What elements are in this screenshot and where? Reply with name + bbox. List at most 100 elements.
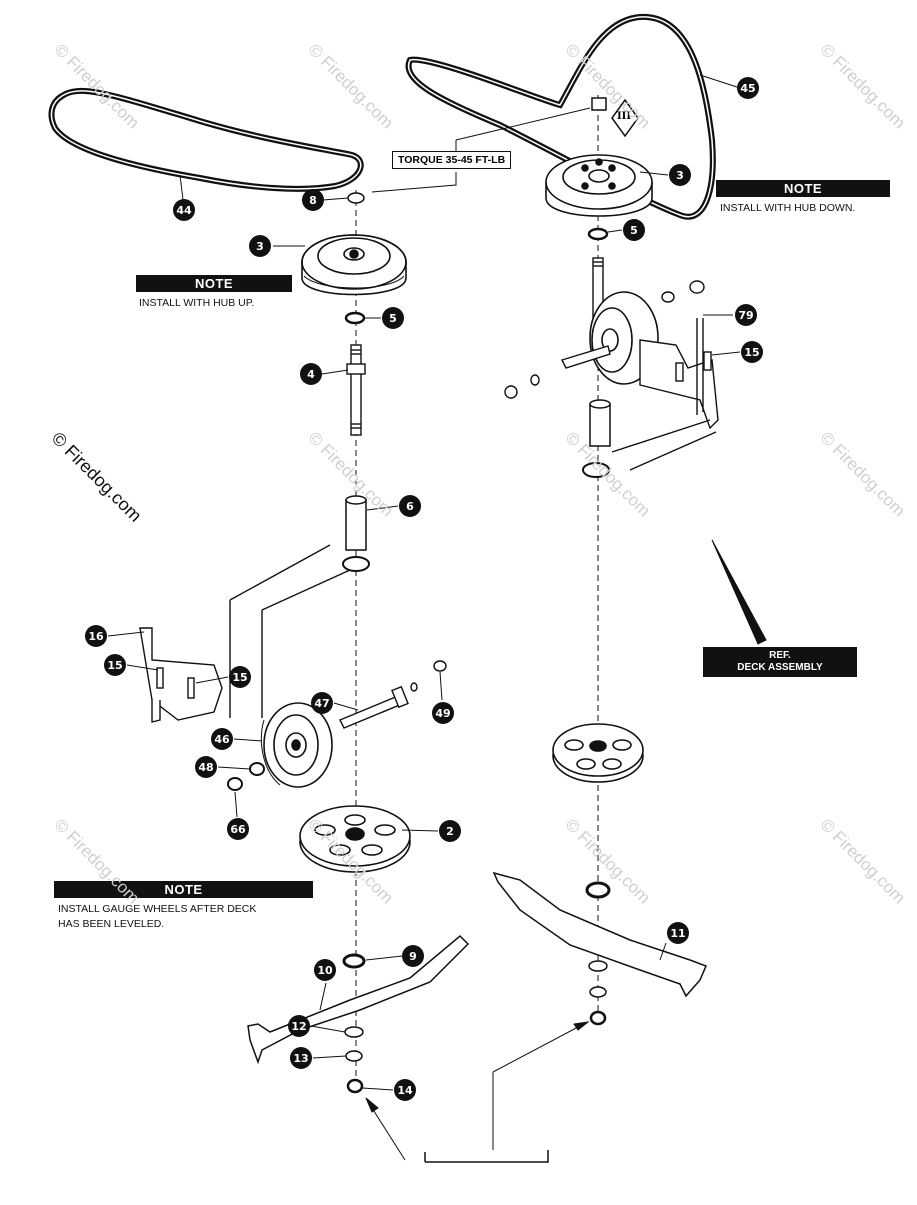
callout-2: 2 (439, 820, 461, 842)
spoked-pulley-left (299, 805, 411, 873)
ref-deck-assembly: REF. DECK ASSEMBLY (703, 647, 857, 677)
washer-48 (249, 762, 265, 776)
callout-11: 11 (667, 922, 689, 944)
spindle-shaft (346, 344, 366, 436)
callout-circle (667, 922, 689, 944)
ref-pointer (711, 539, 767, 645)
pulley-left (301, 234, 407, 296)
callout-45: 45 (737, 77, 759, 99)
callout-number: 48 (198, 761, 213, 774)
callout-4: 4 (300, 363, 322, 385)
note-gauge-body-1: INSTALL GAUGE WHEELS AFTER DECK (58, 903, 257, 915)
nut-right (591, 97, 607, 111)
washer-13 (345, 1050, 363, 1062)
callout-number: 49 (435, 707, 450, 720)
callout-circle (290, 1047, 312, 1069)
callout-9: 9 (402, 945, 424, 967)
callout-number: 5 (389, 312, 397, 325)
note-gauge-body-2: HAS BEEN LEVELED. (58, 918, 165, 930)
callout-49: 49 (432, 702, 454, 724)
callout-46: 46 (211, 728, 233, 750)
bolt-14 (346, 1078, 364, 1094)
callout-number: 47 (314, 697, 329, 710)
callout-circle (195, 756, 217, 778)
pulley-right (545, 154, 653, 217)
callout-circle (302, 189, 324, 211)
callout-circle (669, 164, 691, 186)
callout-circle (432, 702, 454, 724)
callout-3: 3 (669, 164, 691, 186)
callout-circle (104, 654, 126, 676)
callout-circle (402, 945, 424, 967)
callout-number: 11 (670, 927, 685, 940)
callout-47: 47 (311, 692, 333, 714)
callout-circle (85, 625, 107, 647)
callout-number: 6 (406, 500, 414, 513)
belt-44 (48, 88, 364, 192)
spoked-pulley-right (552, 723, 644, 783)
gauge-wheel-left (260, 702, 333, 788)
callout-circle (623, 219, 645, 241)
callout-number: 44 (176, 204, 192, 217)
callout-number: 5 (630, 224, 638, 237)
callout-5: 5 (382, 307, 404, 329)
callout-79: 79 (735, 304, 757, 326)
callout-circle (737, 77, 759, 99)
spacer-right (582, 399, 611, 478)
callout-circle (173, 199, 195, 221)
callout-15: 15 (104, 654, 126, 676)
ref-line-1: REF. (769, 650, 791, 661)
nut-8 (347, 192, 365, 204)
callout-circle (394, 1079, 416, 1101)
callout-circle (211, 728, 233, 750)
callout-circle (227, 818, 249, 840)
callout-44: 44 (173, 199, 195, 221)
bracket-left (139, 544, 351, 723)
note-hub-up-body: INSTALL WITH HUB UP. (139, 297, 255, 309)
callout-number: 15 (744, 346, 759, 359)
callout-number: 8 (309, 194, 317, 207)
note-hub-down-body: INSTALL WITH HUB DOWN. (720, 202, 856, 214)
callout-number: 9 (409, 950, 417, 963)
callout-8: 8 (302, 189, 324, 211)
callout-circle (311, 692, 333, 714)
ref-line-2: DECK ASSEMBLY (737, 662, 823, 673)
callout-number: 3 (256, 240, 264, 253)
callout-number: 3 (676, 169, 684, 182)
callout-circle (314, 959, 336, 981)
spacer-tube (342, 495, 370, 572)
callout-5: 5 (623, 219, 645, 241)
note-hub-down-head: NOTE (716, 180, 890, 197)
note-gauge-head: NOTE (54, 881, 313, 898)
axle-bolt-left (339, 660, 447, 729)
callout-circle (249, 235, 271, 257)
callout-circle (741, 341, 763, 363)
washer-right (587, 227, 609, 241)
callout-number: 16 (88, 630, 104, 643)
callout-number: 13 (293, 1052, 308, 1065)
callout-14: 14 (394, 1079, 416, 1101)
callout-number: 12 (291, 1020, 306, 1033)
callout-3: 3 (249, 235, 271, 257)
nut-66 (227, 777, 243, 791)
blade-left (247, 934, 470, 1065)
callout-circle (288, 1015, 310, 1037)
callout-number: 66 (230, 823, 246, 836)
callout-number: 15 (232, 671, 247, 684)
callout-number: 15 (107, 659, 122, 672)
washer-9 (342, 953, 366, 969)
callout-13: 13 (290, 1047, 312, 1069)
callout-number: 10 (317, 964, 333, 977)
callout-12: 12 (288, 1015, 310, 1037)
callout-48: 48 (195, 756, 217, 778)
washer-left (344, 311, 366, 325)
direction-diamond (611, 98, 639, 138)
callout-10: 10 (314, 959, 336, 981)
bracket-right (504, 280, 719, 471)
callout-15: 15 (741, 341, 763, 363)
callout-circle (735, 304, 757, 326)
callout-6: 6 (399, 495, 421, 517)
